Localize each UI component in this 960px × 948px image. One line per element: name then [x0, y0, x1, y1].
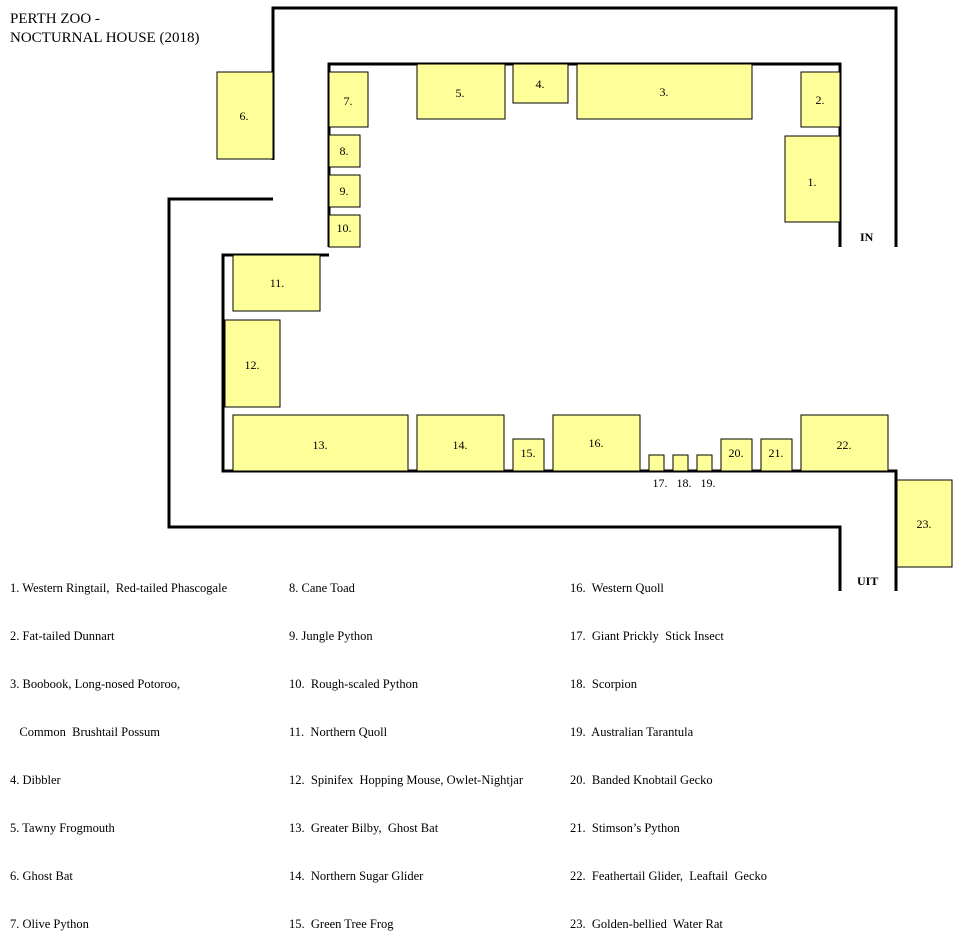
enclosure-label-9: 9.	[340, 184, 349, 198]
legend-item: 1. Western Ringtail, Red-tailed Phascoga…	[10, 581, 228, 595]
enclosure-label-19: 19.	[701, 476, 716, 490]
enclosure-17	[648, 454, 665, 472]
legend-item: 10. Rough-scaled Python	[289, 677, 419, 691]
enclosure-13	[232, 414, 409, 472]
plan-title: PERTH ZOO - NOCTURNAL HOUSE (2018)	[10, 10, 199, 48]
title-line-2: NOCTURNAL HOUSE (2018)	[10, 30, 200, 46]
legend-item: 5. Tawny Frogmouth	[10, 821, 115, 835]
legend-item: 7. Olive Python	[10, 917, 89, 931]
enclosure-label-18: 18.	[677, 476, 692, 490]
enclosure-6	[216, 71, 274, 160]
enclosure-label-7: 7.	[344, 94, 353, 108]
title-line-1: PERTH ZOO -	[10, 11, 100, 27]
enclosure-21	[760, 438, 793, 472]
enclosure-label-20: 20.	[729, 446, 744, 460]
enclosure-2	[800, 71, 841, 128]
legend-item: Common Brushtail Possum	[10, 725, 161, 739]
legend-item: 9. Jungle Python	[289, 629, 373, 643]
enclosure-16	[552, 414, 641, 472]
enclosure-label-1: 1.	[808, 175, 817, 189]
legend-column-2: 8. Cane Toad 9. Jungle Python 10. Rough-…	[289, 548, 523, 948]
enclosure-19	[696, 454, 713, 472]
legend-item: 21. Stimson’s Python	[570, 821, 680, 835]
legend-item: 23. Golden-bellied Water Rat	[570, 917, 723, 931]
entrance-sign: IN	[860, 230, 874, 244]
enclosure-11	[232, 254, 321, 312]
enclosure-label-6: 6.	[240, 109, 249, 123]
legend-column-3: 16. Western Quoll 17. Giant Prickly Stic…	[570, 548, 767, 948]
legend-item: 18. Scorpion	[570, 677, 638, 691]
enclosure-label-22: 22.	[837, 438, 852, 452]
enclosure-12	[224, 319, 281, 408]
floor-plan: 1. 2. 3. 4. 5. 6. 7. 8. 9. 10. 11. 12. 1…	[167, 6, 953, 591]
enclosure-label-15: 15.	[521, 446, 536, 460]
enclosure-9	[328, 174, 361, 208]
legend-item: 2. Fat-tailed Dunnart	[10, 629, 115, 643]
enclosure-label-5: 5.	[456, 86, 465, 100]
enclosure-label-10: 10.	[337, 221, 352, 235]
enclosure-8	[328, 134, 361, 168]
legend-item: 12. Spinifex Hopping Mouse, Owlet-Nightj…	[289, 773, 524, 787]
legend-item: 17. Giant Prickly Stick Insect	[570, 629, 724, 643]
exit-sign: UIT	[857, 574, 878, 588]
enclosure-label-13: 13.	[313, 438, 328, 452]
legend-item: 13. Greater Bilby, Ghost Bat	[289, 821, 439, 835]
enclosure-label-16: 16.	[589, 436, 604, 450]
enclosure-23	[896, 479, 953, 568]
legend-item: 4. Dibbler	[10, 773, 61, 787]
enclosure-label-4: 4.	[536, 77, 545, 91]
enclosure-10	[328, 214, 361, 248]
enclosure-7	[328, 71, 369, 128]
enclosure-label-14: 14.	[453, 438, 468, 452]
enclosure-label-2: 2.	[816, 93, 825, 107]
enclosure-label-17: 17.	[653, 476, 668, 490]
enclosure-label-23: 23.	[917, 517, 932, 531]
enclosure-20	[720, 438, 753, 472]
enclosure-14	[416, 414, 505, 472]
legend-item: 6. Ghost Bat	[10, 869, 73, 883]
enclosure-3	[576, 63, 753, 120]
legend-item: 8. Cane Toad	[289, 581, 355, 595]
enclosure-label-8: 8.	[340, 144, 349, 158]
enclosure-1	[784, 135, 841, 223]
enclosure-22	[800, 414, 889, 472]
legend-item: 19. Australian Tarantula	[570, 725, 694, 739]
enclosure-18	[672, 454, 689, 472]
legend-item: 16. Western Quoll	[570, 581, 664, 595]
legend-item: 22. Feathertail Glider, Leaftail Gecko	[570, 869, 767, 883]
enclosure-label-3: 3.	[660, 85, 669, 99]
enclosure-label-21: 21.	[769, 446, 784, 460]
legend-column-1: 1. Western Ringtail, Red-tailed Phascoga…	[10, 548, 227, 948]
legend-item: 3. Boobook, Long-nosed Potoroo,	[10, 677, 181, 691]
legend-item: 20. Banded Knobtail Gecko	[570, 773, 713, 787]
legend-item: 11. Northern Quoll	[289, 725, 388, 739]
enclosure-label-12: 12.	[245, 358, 260, 372]
enclosure-4	[512, 63, 569, 104]
enclosure-5	[416, 63, 506, 120]
legend-item: 15. Green Tree Frog	[289, 917, 394, 931]
enclosure-label-11: 11.	[270, 276, 285, 290]
outer-wall-left	[167, 197, 842, 591]
legend-item: 14. Northern Sugar Glider	[289, 869, 424, 883]
enclosure-15	[512, 438, 545, 472]
